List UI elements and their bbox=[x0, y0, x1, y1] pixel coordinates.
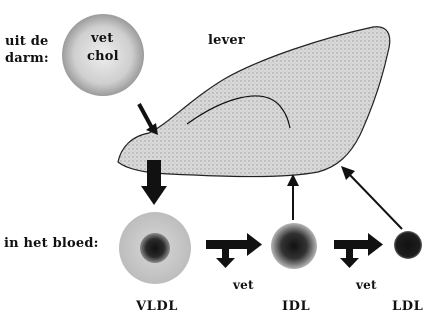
blood-label: in het bloed: bbox=[4, 237, 99, 251]
ldl-label: LDL bbox=[392, 300, 423, 314]
ldl-uptake-arrow bbox=[341, 166, 402, 229]
fat-released-label-2: vet bbox=[356, 279, 377, 292]
source-label-line2: darm: bbox=[5, 52, 49, 66]
idl-uptake-arrow bbox=[287, 174, 299, 220]
ldl-particle bbox=[394, 231, 422, 259]
idl-to-ldl-arrow bbox=[334, 233, 383, 268]
vldl-to-idl-arrow bbox=[206, 233, 262, 268]
idl-label: IDL bbox=[282, 300, 310, 314]
source-label-line1: uit de bbox=[5, 35, 48, 49]
liver-label: lever bbox=[208, 34, 245, 48]
vldl-label: VLDL bbox=[136, 300, 178, 314]
liver-shape bbox=[118, 27, 390, 177]
liver-to-vldl-arrow bbox=[141, 186, 167, 205]
fat-label: vet bbox=[91, 32, 113, 46]
chylomicron-uptake-arrow bbox=[139, 104, 152, 128]
cholesterol-label: chol bbox=[87, 50, 119, 64]
idl-particle bbox=[271, 223, 317, 269]
fat-released-label-1: vet bbox=[233, 279, 254, 292]
